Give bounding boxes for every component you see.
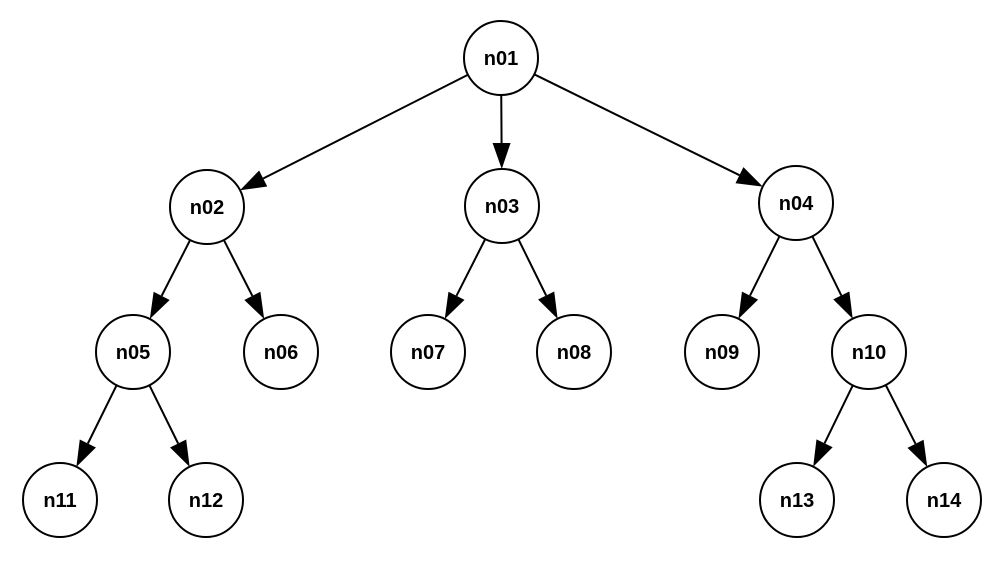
arrowhead-n04-n10	[833, 291, 853, 319]
edge-n10-n14	[884, 384, 917, 445]
tree-node-label-n13: n13	[780, 490, 814, 512]
tree-node-label-n04: n04	[779, 193, 814, 215]
arrowhead-n02-n05	[149, 291, 170, 320]
edge-n05-n12	[148, 384, 180, 444]
edge-n05-n11	[86, 384, 118, 444]
tree-node-n10	[831, 314, 907, 390]
arrowhead-n01-n03	[492, 142, 511, 170]
edge-n03-n08	[517, 238, 548, 296]
tree-node-n06	[243, 314, 319, 390]
edge-n02-n06	[222, 239, 254, 297]
edge-n01-n04	[533, 73, 740, 177]
edge-n03-n07	[455, 238, 487, 297]
tree-node-label-n08: n08	[557, 342, 591, 364]
tree-node-label-n07: n07	[411, 342, 445, 364]
edge-n01-n02	[262, 73, 469, 180]
arrowhead-n01-n02	[240, 170, 268, 191]
tree-node-n12	[168, 462, 244, 538]
arrowhead-n01-n04	[735, 167, 763, 187]
tree-node-label-n10: n10	[852, 342, 886, 364]
tree-node-label-n09: n09	[705, 342, 739, 364]
tree-node-label-n02: n02	[190, 197, 224, 219]
tree-node-n11	[22, 462, 98, 538]
tree-node-n13	[759, 462, 835, 538]
arrowhead-n02-n06	[244, 291, 265, 320]
arrowhead-n05-n11	[76, 439, 96, 467]
edge-n02-n05	[160, 239, 192, 297]
tree-node-n02	[169, 169, 245, 245]
tree-node-label-n03: n03	[485, 196, 519, 218]
tree-node-label-n06: n06	[264, 342, 298, 364]
arrowhead-n03-n08	[538, 291, 558, 319]
arrowhead-n10-n14	[907, 439, 928, 467]
arrowhead-n04-n09	[738, 291, 759, 319]
tree-node-label-n11: n11	[43, 490, 76, 512]
edge-n04-n10	[811, 235, 843, 296]
tree-node-label-n05: n05	[116, 342, 150, 364]
tree-node-n07	[390, 314, 466, 390]
tree-node-label-n01: n01	[484, 48, 518, 70]
arrowhead-n10-n13	[813, 439, 833, 467]
tree-node-n04	[758, 165, 834, 241]
tree-node-n01	[463, 20, 539, 96]
tree-node-label-n12: n12	[189, 490, 223, 512]
tree-node-n05	[95, 314, 171, 390]
arrowhead-n03-n07	[444, 291, 465, 319]
tree-node-n08	[536, 314, 612, 390]
arrowhead-n05-n12	[170, 439, 190, 467]
tree-node-label-n14: n14	[927, 490, 962, 512]
tree-node-n09	[684, 314, 760, 390]
tree-node-n03	[464, 168, 540, 244]
edge-n04-n09	[749, 235, 781, 297]
edge-n10-n13	[823, 384, 854, 444]
tree-node-n14	[906, 462, 982, 538]
